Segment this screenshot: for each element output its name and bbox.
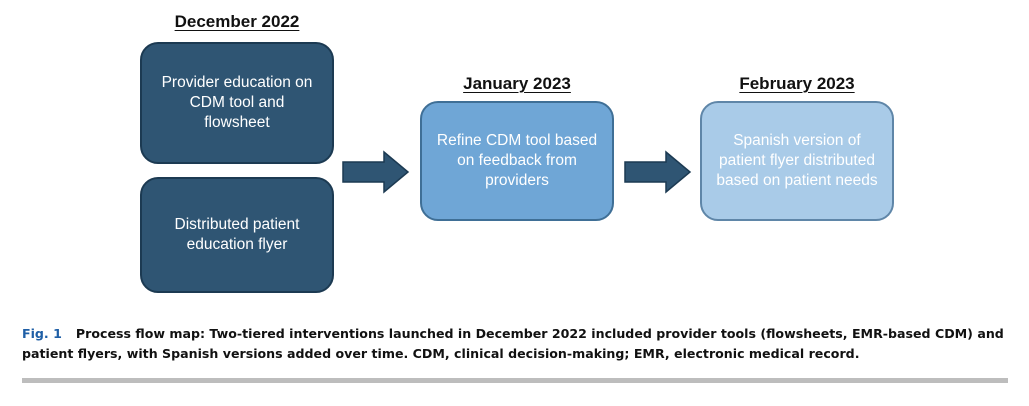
box-line: patient flyer distributed: [719, 152, 875, 169]
figure-caption: Fig. 1 Process flow map: Two-tiered inte…: [22, 324, 1012, 364]
box-line: Provider education on: [161, 74, 313, 91]
arrow-shape: [624, 150, 692, 194]
figure-caption-text: Process flow map: Two-tiered interventio…: [22, 326, 1004, 361]
box-spanish-flyer: Spanish version of patient flyer distrib…: [700, 101, 894, 221]
box-line: Distributed patient: [174, 216, 300, 233]
box-line: flowsheet: [204, 114, 270, 131]
heading-december-2022: December 2022: [174, 12, 300, 31]
box-line: based on patient needs: [716, 172, 878, 189]
box-line: on feedback from: [457, 152, 577, 169]
box-line: CDM tool and: [189, 94, 285, 111]
figure-label: Fig. 1: [22, 326, 62, 341]
right-arrow-icon: [624, 150, 692, 194]
heading-january-2023: January 2023: [463, 74, 571, 93]
heading-february-2023: February 2023: [739, 74, 855, 93]
box-provider-education: Provider education on CDM tool and flows…: [140, 42, 334, 164]
box-line: providers: [485, 172, 549, 189]
box-line: education flyer: [186, 236, 288, 253]
box-patient-flyer: Distributed patient education flyer: [140, 177, 334, 293]
box-refine-cdm-tool: Refine CDM tool based on feedback from p…: [420, 101, 614, 221]
right-arrow-icon: [342, 150, 410, 194]
box-line: Refine CDM tool based: [436, 132, 598, 149]
box-line: Spanish version of: [733, 132, 861, 149]
divider-rule: [22, 378, 1008, 383]
arrow-shape: [342, 150, 410, 194]
